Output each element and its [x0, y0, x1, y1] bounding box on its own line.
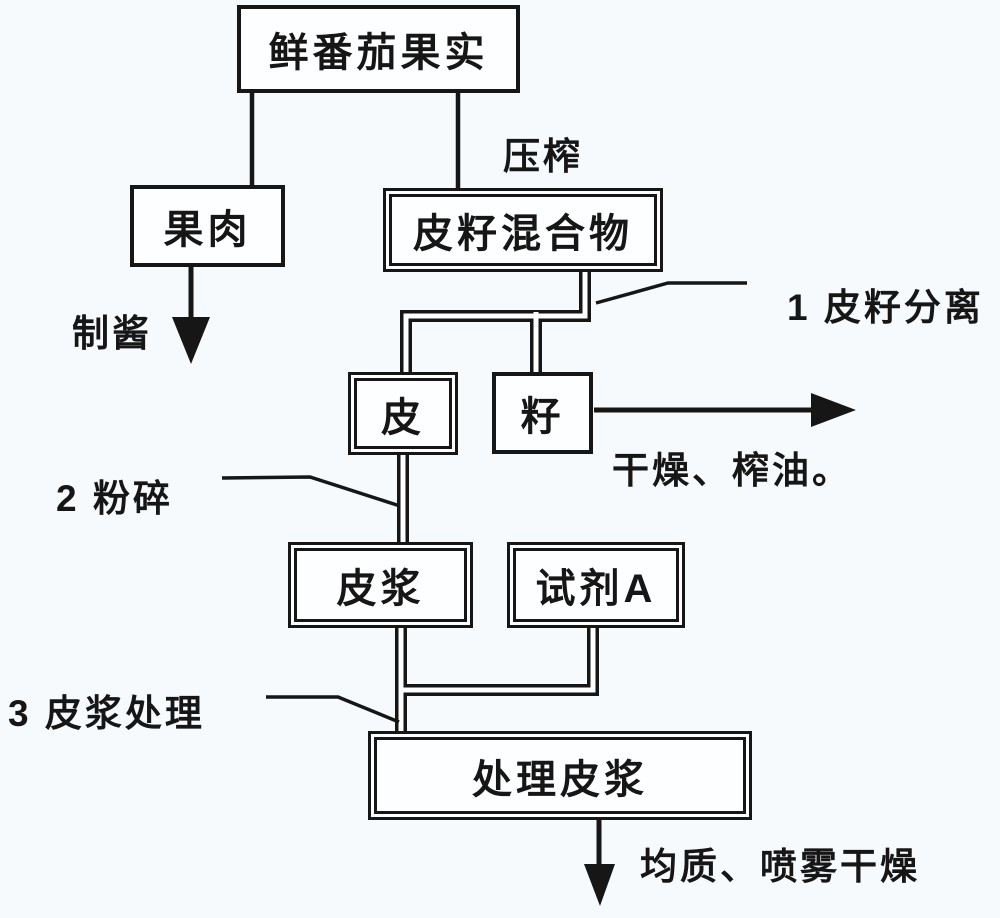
node-skin-seed-mix-label: 皮籽混合物 — [413, 212, 633, 256]
node-skin-seed-mix: 皮籽混合物 — [383, 188, 663, 272]
step2-leader-line — [221, 475, 401, 508]
node-pulp-label: 果肉 — [163, 208, 252, 252]
node-skin-seed-mix-inner: 皮籽混合物 — [389, 194, 657, 266]
annotation-step1-separation: 1 皮籽分离 — [787, 287, 984, 328]
annotation-press: 压榨 — [503, 136, 583, 177]
node-skin-pulp-label: 皮浆 — [336, 567, 425, 611]
node-skin-pulp-inner: 皮浆 — [294, 548, 467, 622]
node-skin-inner: 皮 — [354, 378, 452, 449]
node-pulp: 果肉 — [130, 185, 285, 267]
node-fresh-tomato: 鲜番茄果实 — [237, 5, 520, 93]
step3-leader-line — [266, 695, 400, 724]
node-seed-label: 籽 — [520, 395, 565, 439]
node-fresh-tomato-label: 鲜番茄果实 — [268, 31, 489, 75]
node-reagent-a: 试剂A — [507, 542, 685, 628]
annotation-step2-crush: 2 粉碎 — [56, 478, 173, 519]
pulp-down-arrow — [172, 266, 210, 364]
node-reagent-a-label: 试剂A — [535, 567, 657, 611]
node-treated-skin-pulp-inner: 处理皮浆 — [374, 737, 746, 814]
annotation-step3-treatment: 3 皮浆处理 — [8, 693, 205, 734]
annotation-dry-oil: 干燥、榨油。 — [612, 450, 852, 491]
mix-to-skin-seed-pipes — [395, 268, 599, 735]
node-skin-pulp: 皮浆 — [288, 542, 473, 628]
node-skin-label: 皮 — [381, 395, 425, 440]
step1-leader-line — [595, 281, 747, 305]
node-reagent-a-inner: 试剂A — [513, 548, 679, 622]
node-treated-skin-pulp: 处理皮浆 — [368, 731, 752, 820]
annotation-homogenize-spray-dry: 均质、喷雾干燥 — [640, 846, 920, 887]
node-treated-skin-pulp-label: 处理皮浆 — [472, 757, 648, 802]
seed-right-arrow — [594, 393, 856, 427]
node-seed: 籽 — [492, 372, 593, 454]
node-skin: 皮 — [348, 372, 458, 455]
annotation-make-sauce: 制酱 — [72, 313, 152, 354]
output-down-arrow — [584, 818, 615, 906]
